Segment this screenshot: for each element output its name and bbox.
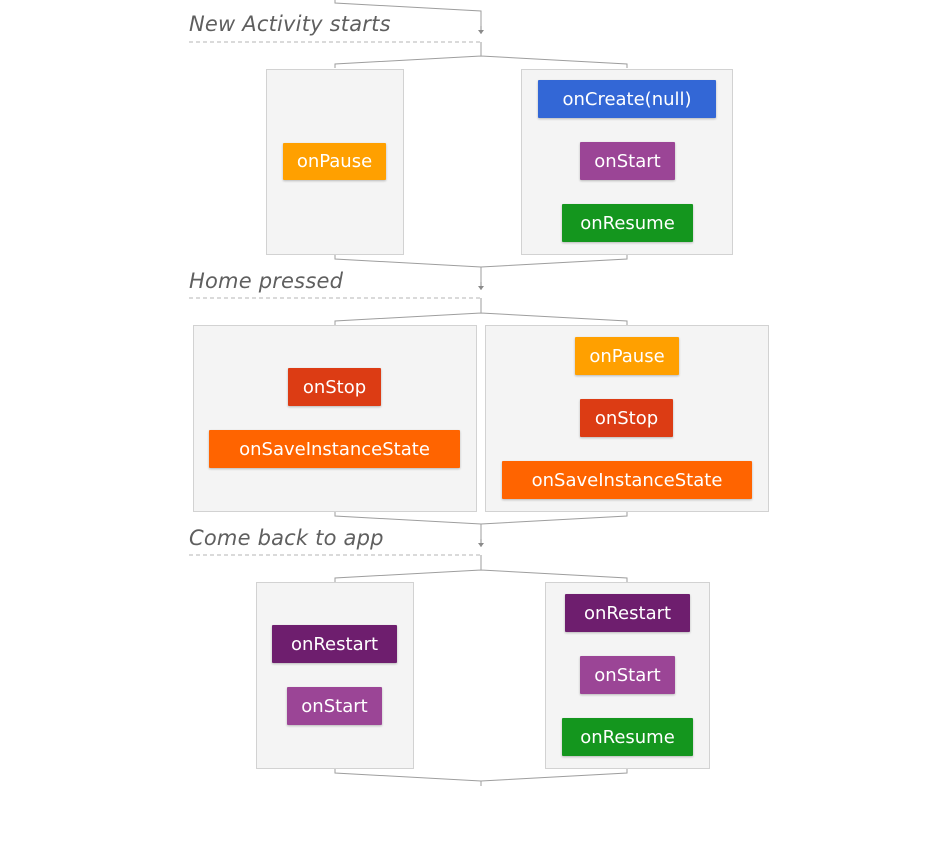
connector-top-entry [334, 0, 482, 34]
step-onstop: onStop [288, 368, 381, 406]
fork-new-activity-starts [334, 42, 628, 68]
flow-connectors [334, 0, 628, 786]
step-onsaveinstancestate: onSaveInstanceState [209, 430, 460, 468]
step-oncreate: onCreate(null) [538, 80, 716, 118]
step-onresume: onResume [562, 204, 693, 242]
step-onsaveinstancestate: onSaveInstanceState [502, 461, 752, 499]
step-onrestart: onRestart [565, 594, 690, 632]
step-onstart: onStart [287, 687, 382, 725]
section-label-come-back-to-app: Come back to app [189, 526, 384, 550]
section-label-home-pressed: Home pressed [189, 269, 344, 293]
join-come-back-to-app [334, 769, 628, 786]
step-onstart: onStart [580, 142, 675, 180]
step-onstop: onStop [580, 399, 673, 437]
section-label-new-activity-starts: New Activity starts [189, 12, 391, 36]
step-onrestart: onRestart [272, 625, 397, 663]
step-onresume: onResume [562, 718, 693, 756]
panel-come-back-left [256, 582, 414, 769]
panel-home-pressed-left [193, 325, 477, 512]
step-onstart: onStart [580, 656, 675, 694]
fork-home-pressed [334, 298, 628, 325]
step-onpause: onPause [575, 337, 679, 375]
connector-arrow-icon [478, 26, 484, 34]
fork-come-back-to-app [334, 555, 628, 582]
step-onpause: onPause [283, 143, 386, 180]
connector-arrow-icon [478, 282, 484, 290]
connector-arrow-icon [478, 539, 484, 547]
